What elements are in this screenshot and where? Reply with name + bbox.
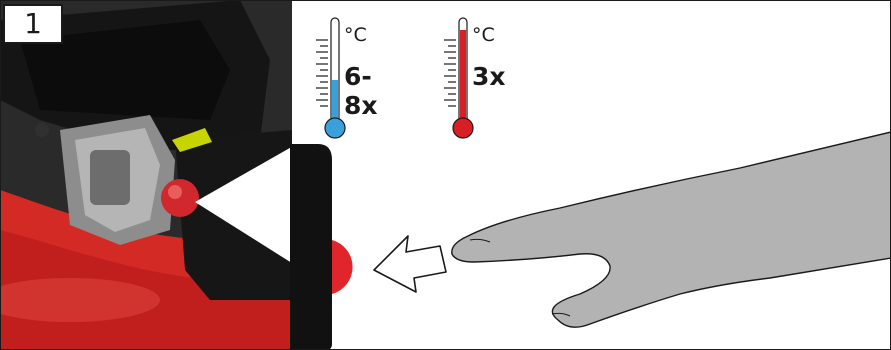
primer-closeup bbox=[290, 140, 370, 350]
cold-thermometer: °C 6-8x bbox=[310, 14, 400, 142]
warm-press-count: 3x bbox=[472, 62, 506, 91]
cold-press-count: 6-8x bbox=[344, 62, 400, 120]
step-number-badge: 1 bbox=[3, 4, 63, 44]
primer-bulb-icon bbox=[332, 240, 353, 294]
callout-wedge bbox=[190, 140, 300, 280]
warm-thermometer: °C 3x bbox=[438, 14, 528, 142]
cold-unit-label: °C bbox=[344, 24, 367, 46]
warm-unit-label: °C bbox=[472, 24, 495, 46]
finger-hand-icon bbox=[440, 128, 891, 340]
press-arrow-icon bbox=[368, 228, 450, 298]
